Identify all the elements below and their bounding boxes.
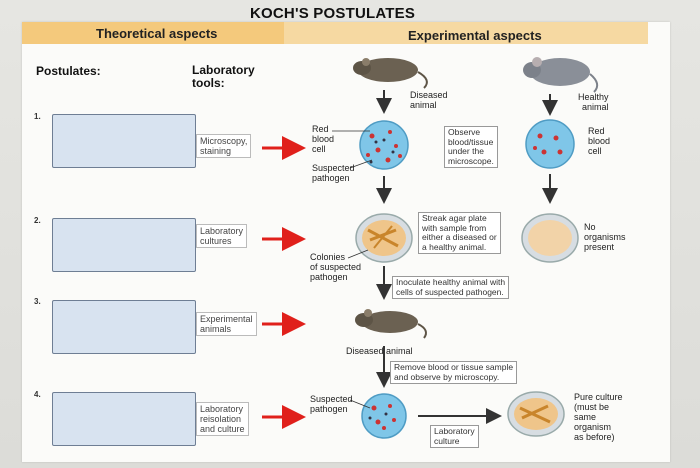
label-suspected-pathogen-bottom: Suspected pathogen [310,394,353,414]
tool-label-experimental-animals: Experimental animals [196,312,257,336]
label-line: animal [410,100,437,110]
header-experimental: Experimental aspects [408,28,542,43]
agar-plate-colonies-icon [355,213,413,263]
label-line: Laboratory [434,426,475,436]
label-diseased-animal-middle: Diseased animal [346,346,413,356]
label-line: Observe [448,127,481,137]
label-line: blood [588,136,611,146]
label-line: cell [312,144,326,154]
tool-line: Experimental [200,314,253,324]
label-line: cell [588,146,602,156]
tool-line: Microscopy, [200,136,248,146]
label-line: and observe by microscopy. [394,371,500,382]
label-line: (must be [574,402,610,412]
label-diseased-animal: Diseased animal [410,90,448,110]
label-line: a healthy animal. [422,241,487,252]
tool-line: and culture [200,424,245,434]
label-colonies: Colonies of suspected pathogen [310,252,361,282]
callout-laboratory-culture: Laboratory culture [430,425,479,448]
answer-box-postulate-1[interactable] [52,114,196,168]
label-line: Colonies [310,252,346,262]
label-line: present [584,242,615,252]
agar-plate-empty-icon [521,213,579,263]
callout-inoculate: Inoculate healthy animal with cells of s… [392,276,510,299]
header-experimental-band [284,22,648,44]
label-line: Healthy [578,92,609,102]
header-theoretical-band [22,22,284,44]
tool-line: animals [200,324,232,334]
label-line: Diseased [410,90,448,100]
label-line: Pure culture [574,392,623,402]
label-line: No [584,222,596,232]
label-line: Streak agar plate [422,213,487,223]
label-line: pathogen [310,404,348,414]
label-red-blood-cell-left: Red blood cell [312,124,334,154]
page-title: KOCH'S POSTULATES [250,5,416,22]
callout-streak-agar: Streak agar plate with sample from eithe… [418,212,501,254]
label-line: with sample from [422,222,487,233]
label-line: culture [434,435,460,446]
tool-label-reisolation: Laboratory reisolation and culture [196,402,249,436]
healthy-mouse-icon [523,57,599,93]
label-line: of suspected [310,262,362,272]
blood-smear-reisolation-icon [361,393,407,439]
blood-smear-diseased-icon [359,120,409,170]
label-line: Red [312,124,329,134]
tools-heading-line2: tools: [192,76,225,90]
label-line: under the [448,146,484,156]
tool-line: staining [200,146,232,156]
label-line: Suspected [310,394,353,404]
answer-box-postulate-2[interactable] [52,218,196,272]
callout-remove-sample: Remove blood or tissue sample and observ… [390,361,518,384]
label-suspected-pathogen-top: Suspected pathogen [312,163,355,183]
label-line: blood [312,134,335,144]
label-pure-culture: Pure culture (must be same organism as b… [574,392,623,442]
pure-culture-plate-icon [507,391,565,437]
label-line: microscope. [448,155,494,166]
red-arrows [262,136,306,429]
tools-heading-line1: Laboratory [192,63,255,77]
label-line: blood/tissue [448,136,494,147]
postulates-heading: Postulates: [36,64,101,78]
tool-label-cultures: Laboratory cultures [196,224,248,248]
header-theoretical: Theoretical aspects [96,26,218,41]
inoculated-mouse-icon [355,309,427,339]
tool-line: Laboratory [200,226,244,236]
label-no-organisms: No organisms present [584,222,626,252]
label-line: Suspected [312,163,355,173]
label-line: cells of suspected pathogen. [396,286,504,297]
label-line: pathogen [310,272,348,282]
label-line: animal [582,102,609,112]
postulate-number: 2. [34,216,41,225]
label-healthy-animal: Healthy animal [578,92,609,112]
label-line: same [574,412,597,422]
label-line: as before) [574,432,615,442]
label-line: either a diseased or [422,232,497,242]
postulate-number: 3. [34,297,41,306]
postulate-number: 1. [34,112,41,121]
label-line: organism [574,422,612,432]
label-line: Inoculate healthy animal with [396,277,506,287]
label-red-blood-cell-right: Red blood cell [588,126,610,156]
tool-label-microscopy: Microscopy, staining [196,134,252,158]
answer-box-postulate-4[interactable] [52,392,196,446]
tool-line: Laboratory [200,404,244,414]
postulate-number: 4. [34,390,41,399]
blood-smear-healthy-icon [525,119,575,169]
label-line: Red [588,126,605,136]
callout-observe: Observe blood/tissue under the microscop… [444,126,498,168]
diseased-mouse-icon [353,58,428,89]
label-line: Remove blood or tissue sample [394,362,514,372]
label-line: organisms [584,232,626,242]
tool-line: reisolation [200,414,242,424]
tool-line: cultures [200,236,232,246]
label-line: pathogen [312,173,350,183]
answer-box-postulate-3[interactable] [52,300,196,354]
